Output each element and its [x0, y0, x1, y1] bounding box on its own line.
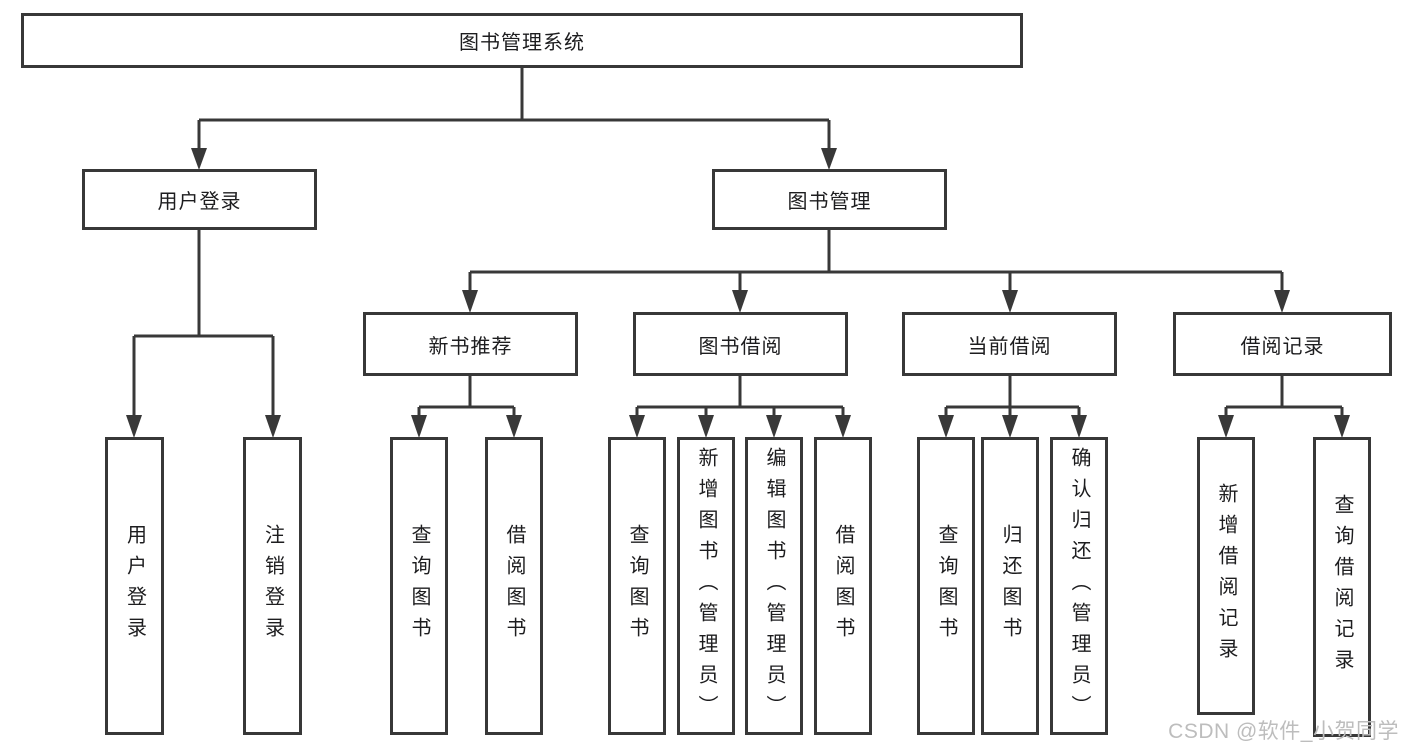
leaf-query-books-current-label: 查询图书 [935, 524, 957, 648]
node-current-borrow-module: 当前借阅 [902, 312, 1117, 376]
node-user-login-label: 用户登录 [157, 191, 242, 213]
leaf-query-borrow-record: 查询借阅记录 [1313, 437, 1371, 737]
leaf-borrow-books-borrow-label: 借阅图书 [832, 524, 854, 648]
leaf-query-books-current: 查询图书 [917, 437, 975, 735]
connector-new-books-to-leaves [411, 376, 522, 438]
leaf-borrow-books-newbooks: 借阅图书 [485, 437, 543, 735]
leaf-edit-books-admin: 编辑图书（管理员） [745, 437, 803, 735]
leaf-query-borrow-record-label: 查询借阅记录 [1331, 494, 1353, 680]
node-new-books-module: 新书推荐 [363, 312, 578, 376]
node-root-label: 图书管理系统 [459, 32, 585, 54]
node-user-login-branch: 用户登录 [82, 169, 317, 230]
connector-current-borrow-to-leaves [938, 376, 1087, 438]
node-book-borrow-module: 图书借阅 [633, 312, 848, 376]
leaf-confirm-return-admin: 确认归还（管理员） [1050, 437, 1108, 735]
leaf-query-books-borrow: 查询图书 [608, 437, 666, 735]
leaf-borrow-books-borrow: 借阅图书 [814, 437, 872, 735]
connector-book-borrow-to-leaves [629, 376, 851, 438]
leaf-return-books-label: 归还图书 [999, 524, 1021, 648]
connector-root-to-level2 [191, 68, 837, 170]
node-borrow-records-label: 借阅记录 [1240, 335, 1325, 358]
node-book-borrow-label: 图书借阅 [698, 335, 783, 358]
leaf-query-books-newbooks: 查询图书 [390, 437, 448, 735]
leaf-add-books-admin: 新增图书（管理员） [677, 437, 735, 735]
leaf-borrow-books-newbooks-label: 借阅图书 [503, 524, 525, 648]
leaf-return-books: 归还图书 [981, 437, 1039, 735]
leaf-query-books-newbooks-label: 查询图书 [408, 524, 430, 648]
leaf-logout-label: 注销登录 [261, 524, 284, 648]
leaf-add-borrow-record-label: 新增借阅记录 [1215, 483, 1237, 669]
node-book-mgmt-branch: 图书管理 [712, 169, 947, 230]
node-new-books-label: 新书推荐 [428, 335, 513, 358]
leaf-user-login-label: 用户登录 [123, 524, 146, 648]
node-current-borrow-label: 当前借阅 [967, 335, 1052, 358]
connector-book-mgmt-to-level3 [462, 230, 1290, 313]
leaf-logout: 注销登录 [243, 437, 302, 735]
leaf-confirm-return-admin-label: 确认归还（管理员） [1068, 446, 1090, 726]
node-book-mgmt-label: 图书管理 [787, 191, 872, 213]
connector-user-login-to-leaves [126, 230, 281, 438]
node-borrow-records-module: 借阅记录 [1173, 312, 1392, 376]
node-root-library-system: 图书管理系统 [21, 13, 1023, 68]
leaf-add-borrow-record: 新增借阅记录 [1197, 437, 1255, 715]
csdn-watermark: CSDN @软件_小贺同学 [1168, 720, 1399, 743]
leaf-query-books-borrow-label: 查询图书 [626, 524, 648, 648]
leaf-edit-books-admin-label: 编辑图书（管理员） [763, 446, 785, 726]
leaf-add-books-admin-label: 新增图书（管理员） [695, 446, 717, 726]
connector-borrow-records-to-leaves [1218, 376, 1350, 438]
leaf-user-login: 用户登录 [105, 437, 164, 735]
